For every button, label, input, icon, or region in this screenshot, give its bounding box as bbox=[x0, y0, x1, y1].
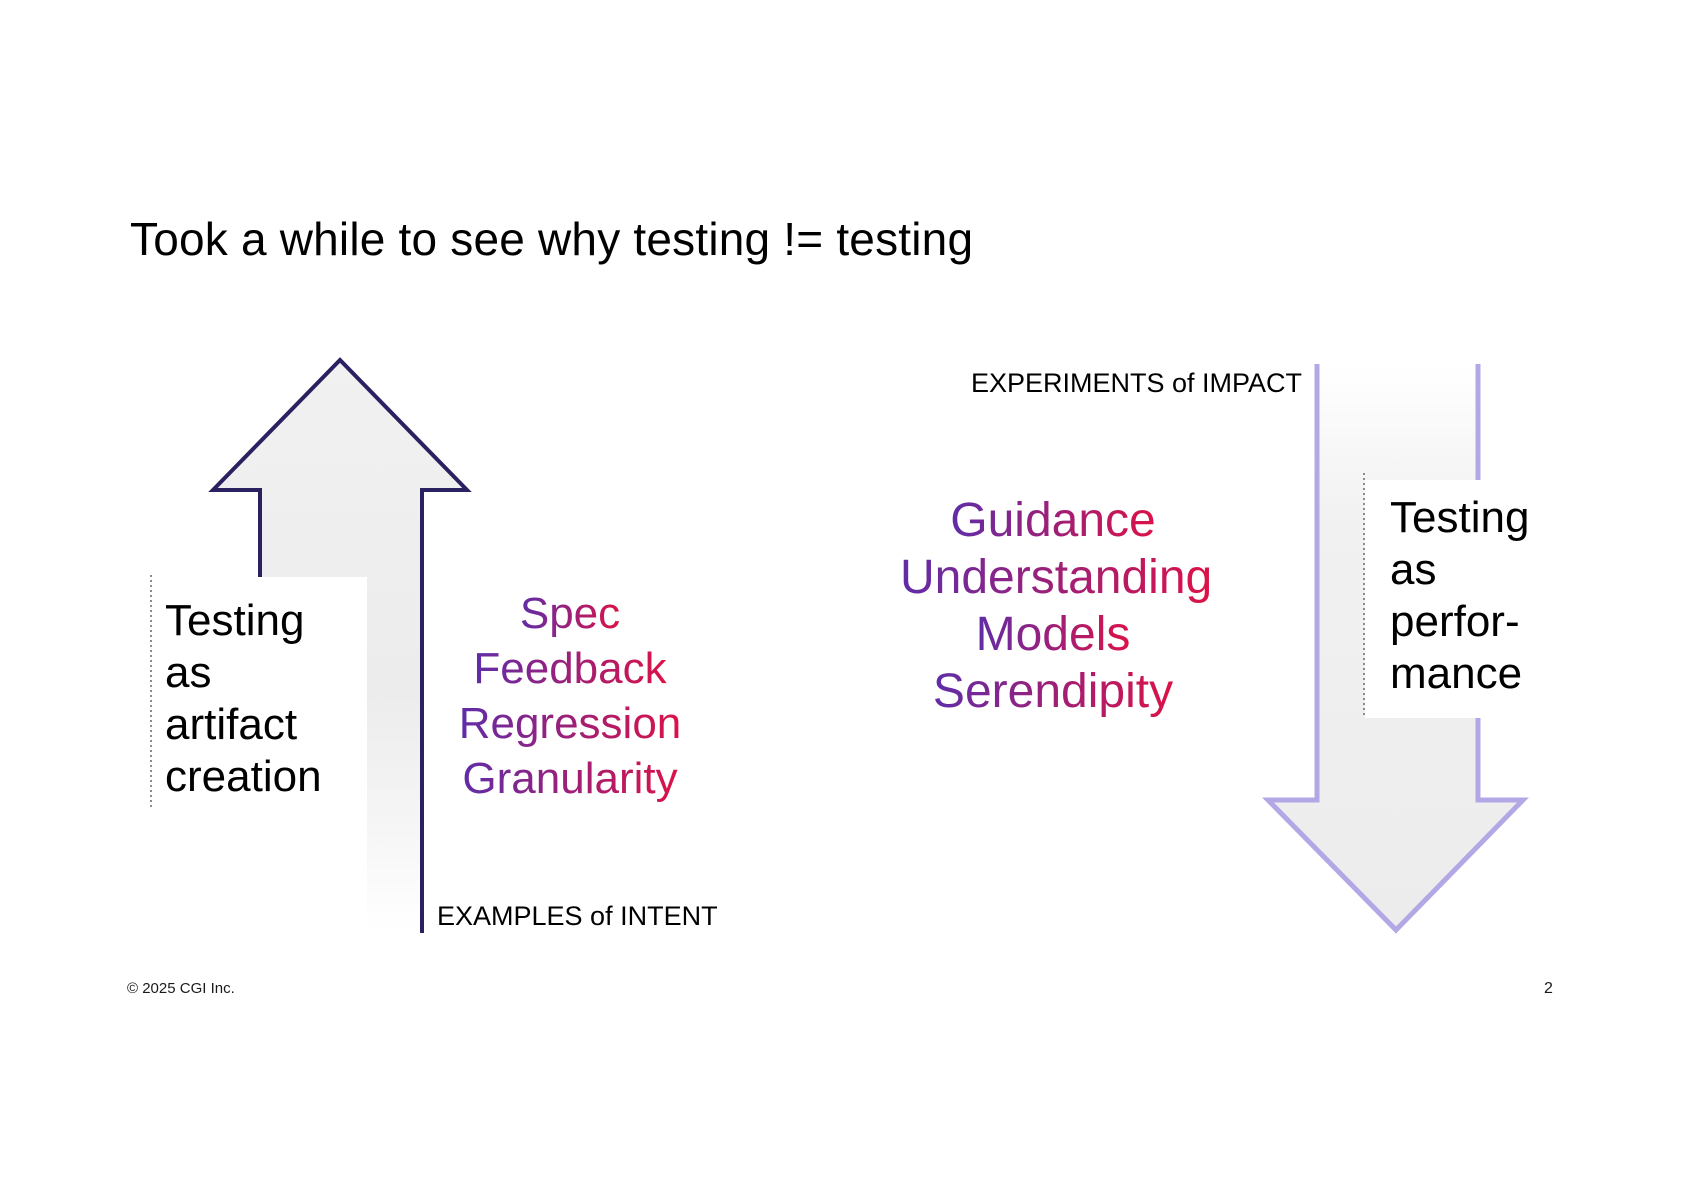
left-side-label-line: creation bbox=[165, 752, 322, 801]
right-side-label-line: mance bbox=[1390, 649, 1523, 698]
left-side-label-line: as bbox=[165, 648, 212, 697]
impact-keyword-list: Guidance Understanding Models Serendipit… bbox=[900, 492, 1212, 720]
impact-keyword: Serendipity bbox=[932, 665, 1174, 718]
experiments-of-impact-caption: EXPERIMENTS of IMPACT bbox=[970, 368, 1302, 398]
left-side-label-line: artifact bbox=[165, 700, 298, 749]
intent-keyword: Regression bbox=[459, 696, 682, 751]
impact-keyword: Guidance bbox=[950, 494, 1156, 547]
left-side-label-box: Testing as artifact creation bbox=[150, 577, 367, 935]
right-side-label-line: as bbox=[1390, 545, 1437, 594]
intent-keyword-list: Spec Feedback Regression Granularity bbox=[420, 586, 720, 806]
down-arrow-outline bbox=[1262, 364, 1529, 934]
right-side-label-line: perfor- bbox=[1390, 597, 1520, 646]
impact-keyword: Models bbox=[975, 608, 1131, 661]
intent-keyword: Granularity bbox=[462, 751, 677, 806]
examples-of-intent-caption: EXAMPLES of INTENT bbox=[437, 901, 718, 931]
impact-keyword: Understanding bbox=[900, 551, 1213, 604]
slide-title: Took a while to see why testing != testi… bbox=[130, 213, 974, 265]
intent-keyword: Feedback bbox=[473, 641, 666, 696]
right-side-label-box: Testing as perfor- mance bbox=[1365, 480, 1562, 718]
intent-keyword: Spec bbox=[520, 586, 620, 641]
up-arrow-outline bbox=[208, 357, 472, 933]
page-number: 2 bbox=[1544, 980, 1553, 997]
left-dotted-rule bbox=[150, 575, 152, 810]
left-side-label-line: Testing bbox=[165, 596, 305, 645]
right-dotted-rule bbox=[1363, 473, 1365, 718]
right-side-label-line: Testing bbox=[1390, 493, 1530, 542]
copyright-notice: © 2025 CGI Inc. bbox=[127, 980, 235, 997]
